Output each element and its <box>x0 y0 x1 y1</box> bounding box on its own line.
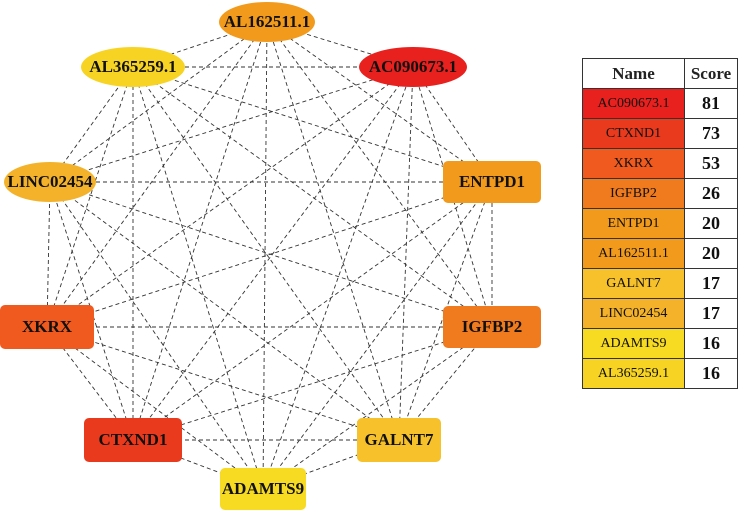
score-cell: 16 <box>684 358 738 389</box>
gene-name-cell: XKRX <box>582 148 685 179</box>
edge-n2-n5 <box>398 66 414 441</box>
edge-n4-n9 <box>49 181 493 328</box>
node-xkrx: XKRX <box>0 305 94 349</box>
edge-n8-n9 <box>46 181 51 328</box>
edge-n6-n9 <box>49 181 264 490</box>
gene-name-cell: ADAMTS9 <box>582 328 685 359</box>
node-entpd1: ENTPD1 <box>443 161 541 203</box>
score-cell: 81 <box>684 88 738 119</box>
edge-n8-n10 <box>46 66 134 328</box>
gene-name-cell: IGFBP2 <box>582 178 685 209</box>
edge-n5-n10 <box>132 66 400 441</box>
score-cell: 20 <box>684 238 738 269</box>
node-galnt7: GALNT7 <box>357 418 441 462</box>
column-header-score: Score <box>684 58 738 89</box>
column-header-name: Name <box>582 58 685 89</box>
edge-n1-n4 <box>266 21 493 328</box>
gene-name-cell: AC090673.1 <box>582 88 685 119</box>
gene-name-cell: ENTPD1 <box>582 208 685 239</box>
node-ctxnd1: CTXND1 <box>84 418 182 462</box>
edge-n4-n10 <box>132 66 493 328</box>
edge-n2-n7 <box>132 66 414 441</box>
score-cell: 20 <box>684 208 738 239</box>
edge-n3-n8 <box>46 181 493 328</box>
table-header-row: Name Score <box>582 58 738 89</box>
edge-n2-n9 <box>49 66 414 183</box>
gene-name-cell: LINC02454 <box>582 298 685 329</box>
score-cell: 26 <box>684 178 738 209</box>
node-linc02454: LINC02454 <box>4 162 96 202</box>
score-cell: 17 <box>684 268 738 299</box>
edge-n1-n5 <box>266 21 400 441</box>
score-cell: 16 <box>684 328 738 359</box>
node-al162511-1: AL162511.1 <box>219 2 315 42</box>
edge-n3-n5 <box>398 181 493 441</box>
node-al365259-1: AL365259.1 <box>81 47 185 87</box>
edge-n3-n7 <box>132 181 493 441</box>
edge-n1-n7 <box>132 21 268 441</box>
edge-n4-n6 <box>262 326 493 490</box>
score-cell: 17 <box>684 298 738 329</box>
score-cell: 53 <box>684 148 738 179</box>
edge-n3-n6 <box>262 181 493 490</box>
edge-n2-n8 <box>46 66 414 328</box>
gene-name-cell: AL365259.1 <box>582 358 685 389</box>
gene-name-cell: CTXND1 <box>582 118 685 149</box>
score-cell: 73 <box>684 118 738 149</box>
node-igfbp2: IGFBP2 <box>443 306 541 348</box>
node-adamts9: ADAMTS9 <box>220 468 306 510</box>
edge-n5-n9 <box>49 181 400 441</box>
gene-name-cell: GALNT7 <box>582 268 685 299</box>
edge-n2-n6 <box>262 66 414 490</box>
edge-n1-n3 <box>266 21 493 183</box>
node-ac090673-1: AC090673.1 <box>359 47 467 87</box>
gene-name-cell: AL162511.1 <box>582 238 685 269</box>
edge-n6-n10 <box>132 66 264 490</box>
edge-n5-n8 <box>46 326 400 441</box>
edge-n6-n8 <box>46 326 264 490</box>
